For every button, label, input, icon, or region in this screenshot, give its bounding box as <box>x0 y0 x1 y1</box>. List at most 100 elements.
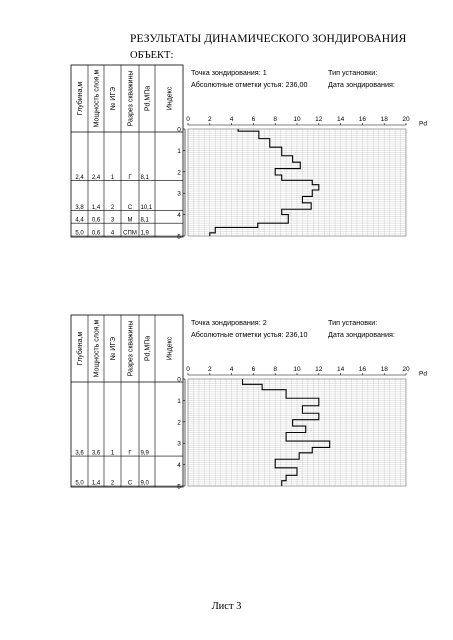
table-cell-ige: 1 <box>111 451 115 457</box>
x-tick-label: 8 <box>273 366 277 373</box>
x-axis-unit: Pd <box>419 121 427 128</box>
layer-grid <box>187 128 407 237</box>
point-label-2: Точка зондирования: 2 <box>191 318 267 327</box>
table-cell-pd: 1,9 <box>141 231 150 237</box>
table-cell-thickness: 0,6 <box>92 231 101 237</box>
table-header-label: Pd,МПа <box>145 86 152 111</box>
table-header-label: № ИГЭ <box>110 337 117 360</box>
y-tick-label: 3 <box>177 441 181 448</box>
table-cell-thickness: 1,4 <box>92 205 101 211</box>
table-cell-pd: 10,1 <box>141 205 153 211</box>
elevation-label-1: Абсолютные отметки устья: 236,00 <box>191 80 308 89</box>
table-header-label: Индекс <box>167 336 174 360</box>
rig-type-label-1: Тип установки: <box>328 68 378 77</box>
x-tick-label: 4 <box>230 116 234 123</box>
x-tick-label: 16 <box>359 116 367 123</box>
table-cell-depth: 3,6 <box>75 451 84 457</box>
table-cell-depth: 5,0 <box>75 481 84 487</box>
table-header-label: Глубина,м <box>76 332 84 366</box>
table-header-label: Мощность слоя,м <box>94 319 101 377</box>
x-tick-label: 8 <box>273 116 277 123</box>
table-cell-ige: 3 <box>111 218 115 224</box>
elevation-label-2: Абсолютные отметки устья: 236,10 <box>191 330 308 339</box>
x-tick-label: 12 <box>315 116 323 123</box>
table-cell-section: СПМ <box>123 231 137 237</box>
y-tick-label: 3 <box>177 191 181 198</box>
y-tick-label: 0 <box>177 377 181 384</box>
x-tick-label: 6 <box>252 366 256 373</box>
layer-table: Глубина,м Мощность слоя,м № ИГЭ Разрез сква… <box>70 314 184 488</box>
x-tick-label: 4 <box>230 366 234 373</box>
table-cell-pd: 9,0 <box>141 481 150 487</box>
x-tick-label: 0 <box>186 116 190 123</box>
y-tick-label: 0 <box>177 127 181 134</box>
y-tick-label: 4 <box>177 462 181 469</box>
y-tick-label: 2 <box>177 419 181 426</box>
object-label: ОБЪЕКТ: <box>130 50 174 61</box>
table-cell-thickness: 2,4 <box>92 175 101 181</box>
table-header-label: Разрез скважины <box>128 321 135 377</box>
table-header-label: Глубина,м <box>76 82 84 116</box>
x-tick-label: 2 <box>208 366 212 373</box>
x-tick-label: 10 <box>293 116 301 123</box>
x-tick-label: 20 <box>402 116 410 123</box>
table-cell-ige: 2 <box>111 205 115 211</box>
pd-step-profile <box>241 379 331 486</box>
x-tick-label: 18 <box>381 116 389 123</box>
pd-step-profile <box>209 129 320 236</box>
x-tick-label: 18 <box>381 366 389 373</box>
y-tick-label: 5 <box>177 484 181 491</box>
table-cell-depth: 2,4 <box>75 175 84 181</box>
x-tick-label: 10 <box>293 366 301 373</box>
table-cell-thickness: 0,6 <box>92 218 101 224</box>
table-cell-section: М <box>128 218 133 224</box>
table-cell-ige: 4 <box>111 231 115 237</box>
x-tick-label: 6 <box>252 116 256 123</box>
layer-grid <box>187 378 407 487</box>
point-label-1: Точка зондирования: 1 <box>191 68 267 77</box>
table-header-label: Индекс <box>167 86 174 110</box>
date-label-2: Дата зондирования: <box>328 330 395 339</box>
date-label-1: Дата зондирования: <box>328 80 395 89</box>
y-tick-label: 1 <box>177 398 181 405</box>
x-tick-label: 20 <box>402 366 410 373</box>
layer-profile <box>209 129 320 236</box>
table-cell-thickness: 3,6 <box>92 451 101 457</box>
table-cell-ige: 1 <box>111 175 115 181</box>
table-cell-section: Г <box>128 451 132 457</box>
chart-frame <box>187 128 407 237</box>
table-cell-depth: 4,4 <box>75 218 84 224</box>
table-cell-section: Г <box>128 175 132 181</box>
sheet-number: Лист 3 <box>211 601 242 612</box>
document-title: РЕЗУЛЬТАТЫ ДИНАМИЧЕСКОГО ЗОНДИРОВАНИЯ <box>130 33 407 45</box>
table-header-label: Разрез скважины <box>128 71 135 127</box>
table-cell-ige: 2 <box>111 481 115 487</box>
layer-profile <box>241 379 331 486</box>
table-border <box>70 64 184 238</box>
chart-frame <box>187 378 407 487</box>
y-tick-label: 4 <box>177 212 181 219</box>
x-tick-label: 2 <box>208 116 212 123</box>
y-tick-label: 2 <box>177 169 181 176</box>
table-cell-pd: 9,9 <box>141 451 150 457</box>
table-border <box>70 314 184 488</box>
x-tick-label: 0 <box>186 366 190 373</box>
sounding-panel-2: Глубина,м Мощность слоя,м № ИГЭ Разрез сква… <box>70 314 427 491</box>
table-cell-depth: 3,8 <box>75 205 84 211</box>
table-cell-depth: 5,0 <box>75 231 84 237</box>
x-tick-label: 16 <box>359 366 367 373</box>
y-tick-label: 5 <box>177 234 181 241</box>
table-cell-section: С <box>128 205 133 211</box>
x-axis-unit: Pd <box>419 371 427 378</box>
x-tick-label: 14 <box>337 366 345 373</box>
table-cell-pd: 8,1 <box>141 218 150 224</box>
x-tick-label: 12 <box>315 366 323 373</box>
table-header-label: № ИГЭ <box>110 87 117 110</box>
x-tick-label: 14 <box>337 116 345 123</box>
table-cell-thickness: 1,4 <box>92 481 101 487</box>
table-cell-pd: 8,1 <box>141 175 150 181</box>
